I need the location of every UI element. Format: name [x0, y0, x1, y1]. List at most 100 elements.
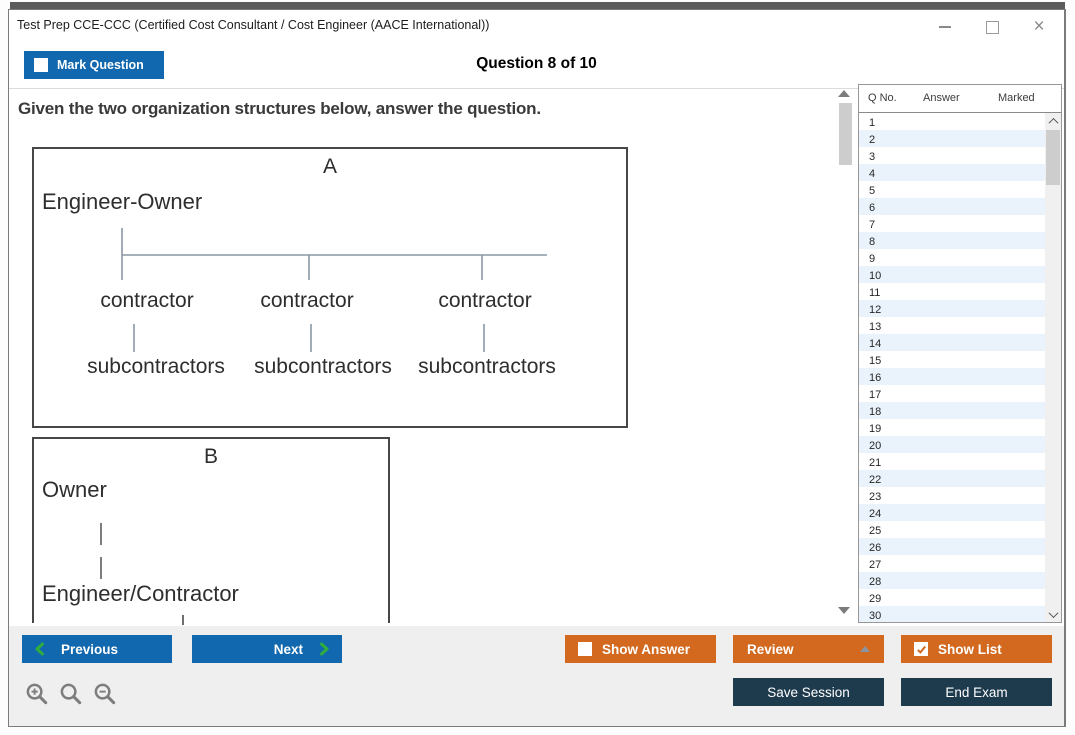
question-list-row[interactable]: 14	[859, 334, 1045, 351]
show-list-checkbox[interactable]	[914, 642, 928, 656]
show-answer-checkbox[interactable]	[578, 642, 592, 656]
org-node-contractor: contractor	[100, 289, 194, 312]
question-list-row[interactable]: 22	[859, 470, 1045, 487]
org-node-owner: Owner	[42, 477, 107, 502]
window-title: Test Prep CCE-CCC (Certified Cost Consul…	[17, 18, 490, 32]
question-list-row[interactable]: 25	[859, 521, 1045, 538]
question-number: 20	[869, 440, 882, 452]
question-list-row[interactable]: 18	[859, 402, 1045, 419]
zoom-out-icon[interactable]	[93, 682, 118, 707]
save-session-button[interactable]: Save Session	[733, 678, 884, 706]
question-list-row[interactable]: 19	[859, 419, 1045, 436]
show-answer-button[interactable]: Show Answer	[565, 635, 716, 663]
question-number: 24	[869, 508, 882, 520]
question-number: 14	[869, 338, 882, 350]
question-number: 5	[869, 185, 876, 197]
question-list-row[interactable]: 17	[859, 385, 1045, 402]
question-list-row[interactable]: 1	[859, 113, 1045, 130]
question-number: 30	[869, 610, 882, 622]
next-label: Next	[273, 641, 303, 657]
question-list-row[interactable]: 23	[859, 487, 1045, 504]
question-list-row[interactable]: 27	[859, 555, 1045, 572]
show-list-button[interactable]: Show List	[901, 635, 1052, 663]
question-list-row[interactable]: 8	[859, 232, 1045, 249]
mark-question-label: Mark Question	[57, 58, 144, 72]
close-icon: ×	[1033, 16, 1045, 37]
question-list-scrollbar[interactable]	[1045, 113, 1061, 622]
dropdown-arrow-up-icon	[860, 646, 870, 652]
question-list-row[interactable]: 9	[859, 249, 1045, 266]
end-exam-button[interactable]: End Exam	[901, 678, 1052, 706]
question-list-row[interactable]: 6	[859, 198, 1045, 215]
minimize-button[interactable]	[936, 18, 954, 36]
question-number: 2	[869, 134, 876, 146]
content-scroll-down-arrow[interactable]	[838, 607, 850, 614]
question-list-row[interactable]: 3	[859, 147, 1045, 164]
question-number: 23	[869, 491, 882, 503]
org-chart-b-dashed-connector	[100, 557, 102, 579]
question-number: 11	[869, 287, 881, 299]
question-list-row[interactable]: 20	[859, 436, 1045, 453]
content-scrollbar-thumb[interactable]	[839, 103, 852, 165]
question-number: 16	[869, 372, 882, 384]
close-button[interactable]: ×	[1030, 16, 1048, 37]
question-list-row[interactable]: 13	[859, 317, 1045, 334]
list-scrollbar-thumb[interactable]	[1046, 130, 1060, 185]
previous-button[interactable]: Previous	[22, 635, 172, 663]
question-list-row[interactable]: 12	[859, 300, 1045, 317]
question-number: 4	[869, 168, 876, 180]
question-list-row[interactable]: 26	[859, 538, 1045, 555]
question-list-row[interactable]: 24	[859, 504, 1045, 521]
review-dropdown-button[interactable]: Review	[733, 635, 884, 663]
org-chart-a: A Engineer-Owner contractor contractor c…	[32, 147, 628, 428]
question-list-row[interactable]: 16	[859, 368, 1045, 385]
question-list-row[interactable]: 21	[859, 453, 1045, 470]
list-scroll-down-arrow[interactable]	[1045, 606, 1061, 622]
minimize-icon	[939, 26, 951, 28]
zoom-reset-icon[interactable]	[59, 682, 84, 707]
chevron-down-icon	[1048, 607, 1058, 618]
org-node-contractor: contractor	[260, 289, 354, 312]
question-list-header: Q No. Answer Marked	[859, 85, 1061, 113]
org-chart-a-connectors	[121, 228, 547, 352]
maximize-button[interactable]	[983, 18, 1001, 36]
chevron-left-icon	[35, 642, 44, 656]
column-header-marked: Marked	[998, 92, 1035, 104]
header-bar: Mark Question Question 8 of 10	[9, 44, 1064, 89]
org-node-engineer-contractor: Engineer/Contractor	[42, 581, 239, 606]
next-button[interactable]: Next	[192, 635, 342, 663]
question-counter: Question 8 of 10	[476, 55, 597, 72]
question-list-row[interactable]: 4	[859, 164, 1045, 181]
org-node-subcontractors: subcontractors	[87, 355, 225, 378]
question-list-row[interactable]: 7	[859, 215, 1045, 232]
mark-question-checkbox[interactable]	[34, 58, 48, 72]
question-list-row[interactable]: 10	[859, 266, 1045, 283]
question-number: 1	[869, 117, 876, 129]
show-list-label: Show List	[938, 641, 1002, 657]
question-list-row[interactable]: 15	[859, 351, 1045, 368]
mark-question-button[interactable]: Mark Question	[24, 51, 164, 79]
zoom-in-icon[interactable]	[25, 682, 50, 707]
question-number: 27	[869, 559, 882, 571]
question-list-row[interactable]: 29	[859, 589, 1045, 606]
question-list-row[interactable]: 5	[859, 181, 1045, 198]
question-number: 22	[869, 474, 882, 486]
question-number: 19	[869, 423, 882, 435]
question-number: 29	[869, 593, 882, 605]
list-scroll-up-arrow[interactable]	[1045, 113, 1061, 129]
org-chart-b-dashed-connector	[100, 523, 102, 545]
question-list-row[interactable]: 30	[859, 606, 1045, 622]
content-scroll-up-arrow[interactable]	[838, 90, 850, 97]
background-window-edge	[10, 2, 1065, 9]
footer-bar: Previous Next Show Answer Review	[9, 626, 1064, 726]
question-number: 21	[869, 457, 882, 469]
question-list-row[interactable]: 28	[859, 572, 1045, 589]
question-number: 15	[869, 355, 882, 367]
question-list-row[interactable]: 2	[859, 130, 1045, 147]
zoom-toolbar	[25, 682, 118, 707]
org-chart-a-title: A	[322, 155, 337, 178]
question-list-row[interactable]: 11	[859, 283, 1045, 300]
question-number: 25	[869, 525, 882, 537]
question-number: 17	[869, 389, 882, 401]
